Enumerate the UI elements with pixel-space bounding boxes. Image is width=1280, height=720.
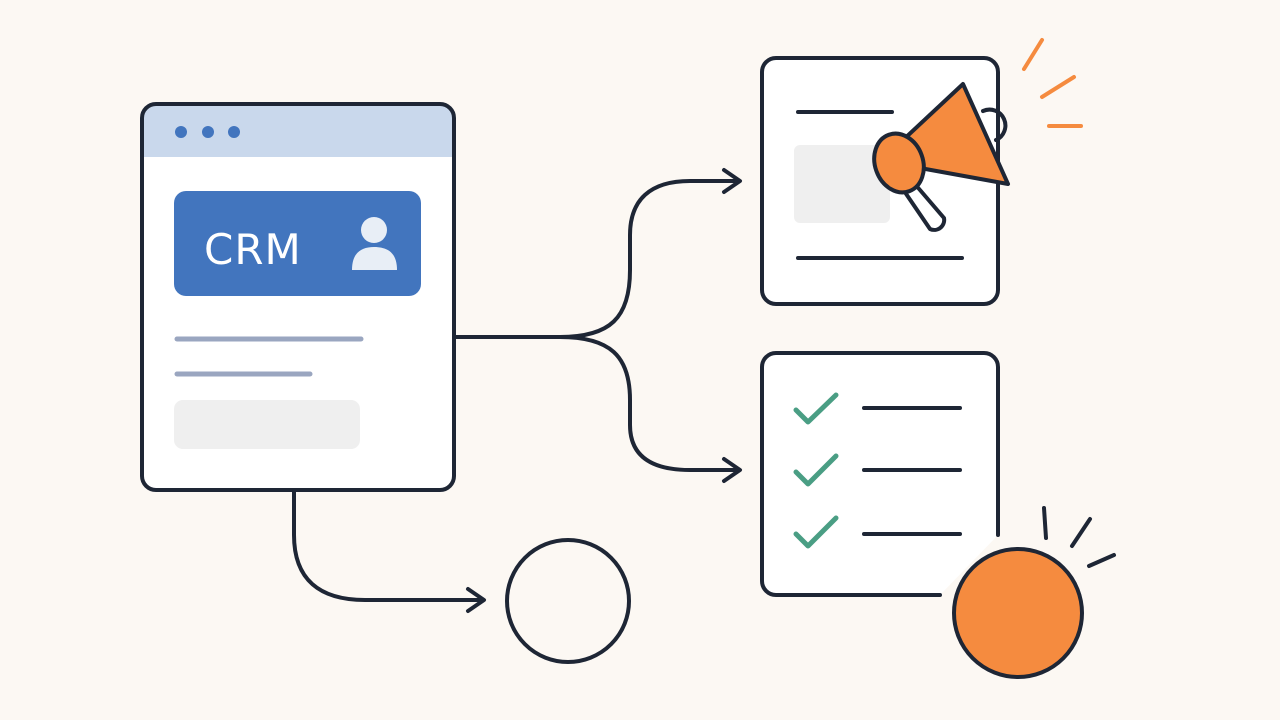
connector-to-campaign xyxy=(454,179,740,339)
connector-to-circle xyxy=(292,490,484,602)
crm-badge: CRM xyxy=(174,191,421,296)
megaphone-icon xyxy=(872,82,1010,232)
campaign-placeholder-block xyxy=(794,145,890,223)
window-dot-2 xyxy=(202,126,214,138)
megaphone-rays xyxy=(1022,38,1083,128)
crm-badge-label: CRM xyxy=(204,225,302,274)
checklist-item-2 xyxy=(793,453,962,487)
user-icon xyxy=(352,217,397,270)
arrowhead-to-campaign xyxy=(722,168,742,194)
notification-dot xyxy=(952,506,1116,679)
check-icon xyxy=(793,515,839,549)
crm-window: CRM xyxy=(140,102,456,492)
arrowhead-to-checklist xyxy=(722,457,742,483)
notification-rays xyxy=(1042,506,1116,568)
checklist-item-1 xyxy=(793,392,962,425)
campaign-card xyxy=(760,38,1083,306)
check-icon xyxy=(793,453,839,487)
check-icon xyxy=(793,392,839,425)
window-titlebar xyxy=(142,104,454,157)
window-dot-3 xyxy=(228,126,240,138)
empty-target-circle xyxy=(505,538,631,664)
arrowhead-to-circle xyxy=(466,587,486,613)
checklist-card xyxy=(760,351,1000,597)
crm-placeholder-block xyxy=(174,400,360,449)
connector-to-checklist xyxy=(558,335,740,472)
checklist-item-3 xyxy=(793,515,962,549)
window-dot-1 xyxy=(175,126,187,138)
